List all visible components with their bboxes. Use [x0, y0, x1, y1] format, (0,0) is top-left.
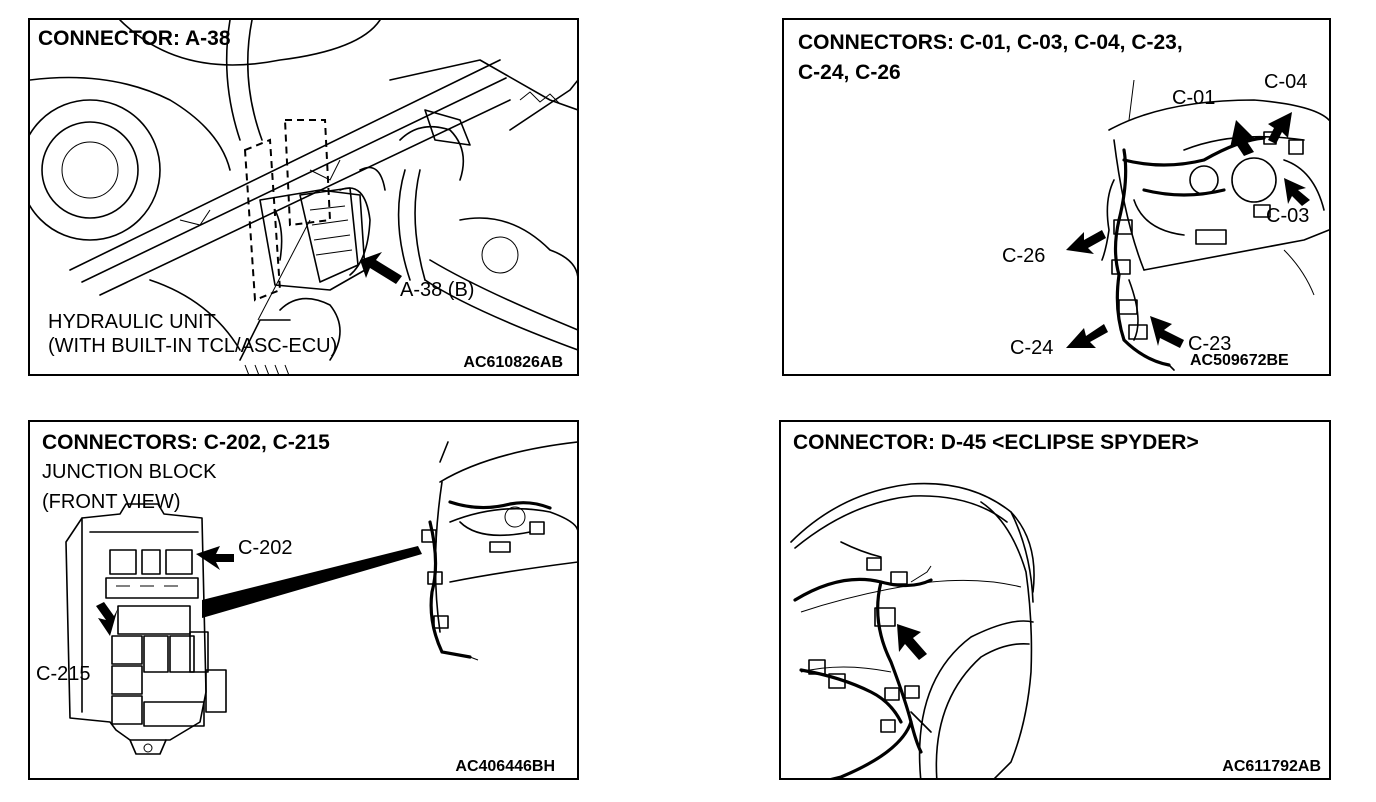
component-label: HYDRAULIC UNIT [48, 311, 216, 333]
panel-title: CONNECTOR: A-38 [38, 27, 231, 50]
connector-label-c202: C-202 [238, 537, 293, 559]
arrow-icon [1150, 316, 1184, 348]
panel-title-line2: C-24, C-26 [798, 61, 901, 84]
panel-title: CONNECTORS: C-01, C-03, C-04, C-23, [798, 31, 1183, 54]
arrow-icon [1066, 324, 1108, 348]
figure-code: AC611792AB [1222, 758, 1321, 775]
panel-connectors-c01-c26: CONNECTORS: C-01, C-03, C-04, C-23, C-24… [782, 18, 1331, 376]
figure-code: AC406446BH [455, 758, 555, 775]
arrow-icon [196, 546, 234, 570]
arrow-icon [1268, 112, 1292, 144]
connector-label-c26: C-26 [1002, 245, 1046, 267]
connector-label-c24: C-24 [1010, 337, 1054, 359]
arrow-icon [1284, 178, 1310, 206]
figure-code: AC509672BE [1190, 352, 1289, 369]
connector-label-a38b: A-38 (B) [400, 279, 475, 301]
junction-block-illustration [65, 441, 577, 755]
panel-connector-d45: CONNECTOR: D-45 <ECLIPSE SPYDER> AC61179… [779, 420, 1331, 780]
connector-label-c23: C-23 [1188, 333, 1232, 355]
arrow-icon [1066, 230, 1106, 254]
arrow-icon [897, 624, 927, 660]
panel-subtitle: JUNCTION BLOCK [42, 461, 217, 483]
panel-subtitle-line2: (FRONT VIEW) [42, 491, 181, 513]
arrow-icon [96, 602, 118, 636]
panel-connectors-c202-c215: CONNECTORS: C-202, C-215 JUNCTION BLOCK … [28, 420, 579, 780]
connector-label-c03: C-03 [1266, 205, 1310, 227]
figure-code: AC610826AB [463, 354, 563, 371]
arrow-icon [1230, 120, 1254, 156]
connector-label-c01: C-01 [1172, 87, 1216, 109]
panel-title: CONNECTOR: D-45 <ECLIPSE SPYDER> [793, 431, 1199, 454]
connector-label-c215: C-215 [36, 663, 91, 685]
dashboard-harness-illustration [1066, 79, 1329, 371]
connector-label-c04: C-04 [1264, 71, 1308, 93]
component-label-sub: (WITH BUILT-IN TCL/ASC-ECU) [48, 335, 338, 357]
panel-title: CONNECTORS: C-202, C-215 [42, 431, 330, 454]
engine-bay-illustration [30, 20, 577, 374]
arrow-icon [360, 252, 402, 284]
rear-quarter-illustration [790, 482, 1035, 778]
panel-connector-a38: CONNECTOR: A-38 A-38 (B) HYDRAULIC UNIT … [28, 18, 579, 376]
